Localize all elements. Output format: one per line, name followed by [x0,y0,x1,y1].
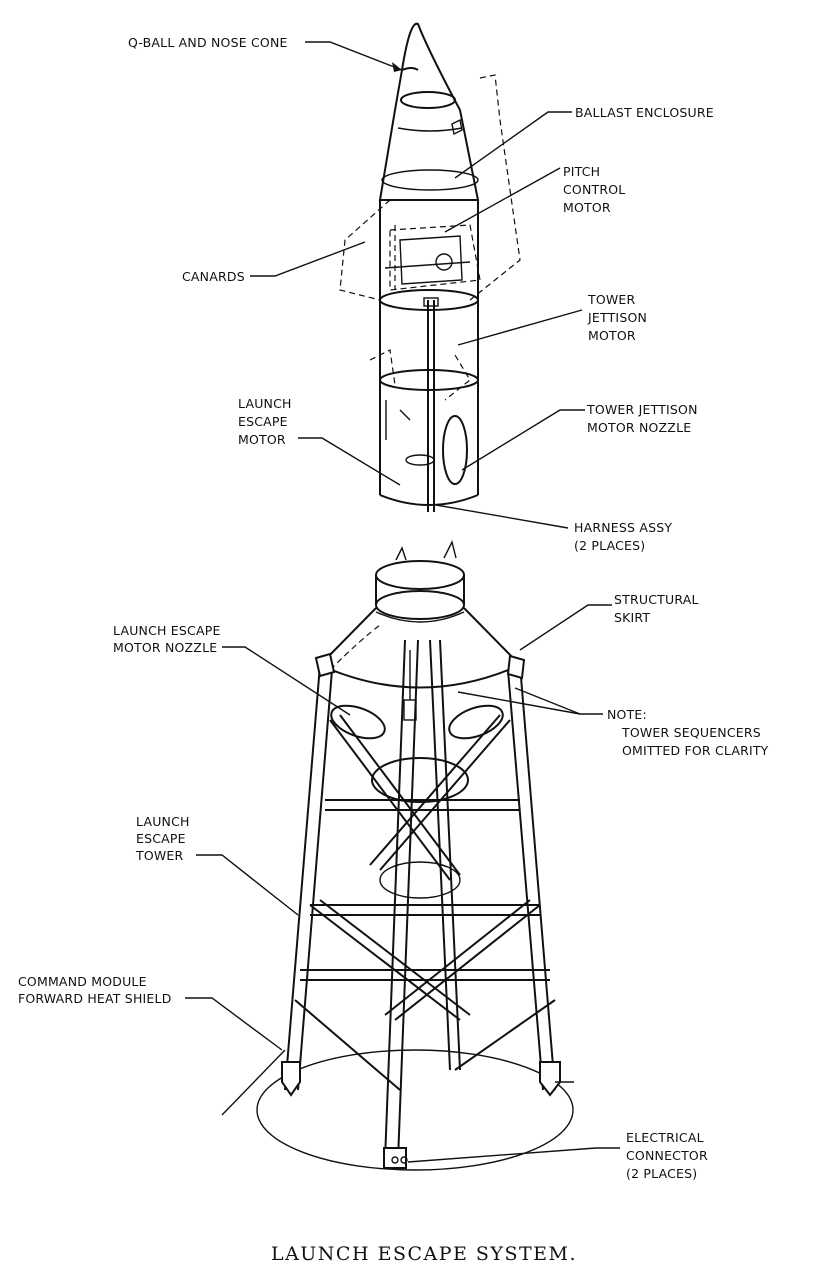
label-harness-2: (2 PLACES) [574,538,645,553]
label-qball-nose-cone: Q-BALL AND NOSE CONE [128,35,288,50]
label-note-1: NOTE: [607,707,647,722]
label-note-3: OMITTED FOR CLARITY [622,743,769,758]
leader-lines [185,41,620,1163]
label-launch-escape-tower-1: LAUNCH [136,814,190,829]
label-structural-skirt-2: SKIRT [614,610,650,625]
label-launch-escape-tower-2: ESCAPE [136,831,186,846]
label-canards: CANARDS [182,269,245,284]
label-launch-escape-motor-1: LAUNCH [238,396,292,411]
escape-tower-assembly [256,539,574,1171]
label-tower-jettison-motor-3: MOTOR [588,328,636,343]
forward-heat-shield [256,1049,574,1171]
label-pitch-1: PITCH [563,164,600,179]
figure-caption: LAUNCH ESCAPE SYSTEM. [271,1243,577,1265]
label-electrical-connector-2: CONNECTOR [626,1148,708,1163]
label-electrical-connector-3: (2 PLACES) [626,1166,697,1181]
label-launch-escape-motor-2: ESCAPE [238,414,288,429]
label-cm-heat-shield-2: FORWARD HEAT SHIELD [18,991,172,1006]
label-pitch-3: MOTOR [563,200,611,215]
label-launch-escape-motor-3: MOTOR [238,432,286,447]
label-note-2: TOWER SEQUENCERS [621,725,761,740]
label-ballast-enclosure: BALLAST ENCLOSURE [575,105,714,120]
label-tower-jettison-motor-1: TOWER [587,292,636,307]
labels: Q-BALL AND NOSE CONE BALLAST ENCLOSURE P… [18,35,769,1181]
label-launch-escape-tower-3: TOWER [135,848,184,863]
label-tj-nozzle-2: MOTOR NOZZLE [587,420,691,435]
label-tower-jettison-motor-2: JETTISON [587,310,647,325]
label-harness-1: HARNESS ASSY [574,520,672,535]
escape-motor-assembly [339,22,521,512]
label-les-nozzle-1: LAUNCH ESCAPE [113,623,221,638]
label-pitch-2: CONTROL [563,182,625,197]
label-tj-nozzle-1: TOWER JETTISON [586,402,698,417]
label-electrical-connector-1: ELECTRICAL [626,1130,704,1145]
label-les-nozzle-2: MOTOR NOZZLE [113,640,217,655]
label-cm-heat-shield-1: COMMAND MODULE [18,974,147,989]
label-structural-skirt-1: STRUCTURAL [614,592,699,607]
